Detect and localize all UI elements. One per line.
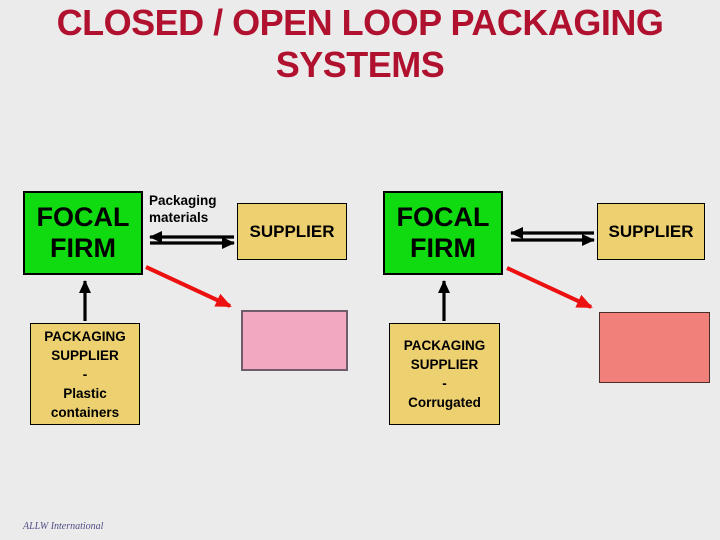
closed-loop-packaging-materials-label: Packaging materials <box>149 193 217 225</box>
footer-branding: ALLW International <box>23 521 104 532</box>
closed-loop-supplier-box: SUPPLIER <box>237 203 347 260</box>
closed-loop-packaging-supplier-box: PACKAGING SUPPLIER - Plastic containers <box>30 323 140 425</box>
slide-title-line2: SYSTEMS <box>275 44 445 85</box>
slide-title: CLOSED / OPEN LOOP PACKAGING SYSTEMS <box>0 2 720 86</box>
open-loop-packaging-supplier-label: PACKAGING SUPPLIER - Corrugated <box>403 338 486 410</box>
open-loop-focal-firm-box: FOCAL FIRM <box>383 191 503 275</box>
closed-loop-packaging-supplier-label: PACKAGING SUPPLIER - Plastic containers <box>44 328 126 420</box>
open-loop-focal-firm-label: FOCAL FIRM <box>396 202 490 263</box>
closed-loop-return-box <box>241 310 348 371</box>
closed-loop-supplier-label: SUPPLIER <box>249 221 335 241</box>
open-loop-supplier-label: SUPPLIER <box>608 221 694 241</box>
open-loop-disposal-box <box>599 312 710 383</box>
open-loop-supplier-box: SUPPLIER <box>597 203 705 260</box>
closed-loop-focal-firm-box: FOCAL FIRM <box>23 191 143 275</box>
open-loop-red-flow-arrow <box>506 266 593 309</box>
closed-loop-red-flow-arrow <box>145 265 232 308</box>
open-loop-packaging-supplier-box: PACKAGING SUPPLIER - Corrugated <box>389 323 500 425</box>
slide-title-line1: CLOSED / OPEN LOOP PACKAGING <box>56 2 664 43</box>
closed-loop-focal-firm-label: FOCAL FIRM <box>36 202 130 263</box>
